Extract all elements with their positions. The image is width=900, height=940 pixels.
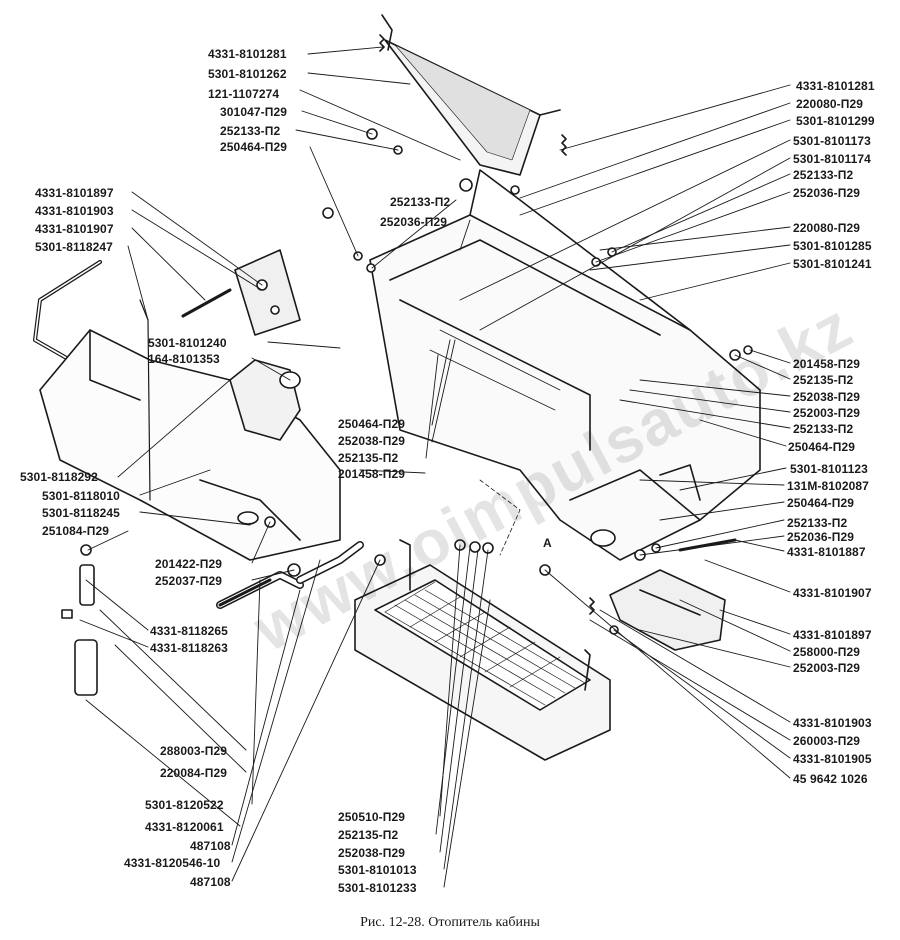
part-label-r9: 5301-8101285 — [793, 239, 872, 253]
part-label-b1: 250510-П29 — [338, 810, 406, 824]
part-label-l20: 5301-8118010 — [42, 489, 120, 503]
part-label-r14: 252003-П29 — [793, 406, 861, 420]
part-label-b3: 252038-П29 — [338, 846, 406, 860]
part-label-r8: 220080-П29 — [793, 221, 861, 235]
part-label-l6: 250464-П29 — [220, 140, 288, 154]
mounting-bracket-left — [234, 249, 301, 336]
figure-caption: Рис. 12-28. Отопитель кабины — [360, 915, 540, 930]
part-label-l8: 4331-8101903 — [35, 204, 114, 218]
part-label-r16: 250464-П29 — [788, 440, 856, 454]
part-label-l1: 4331-8101281 — [208, 47, 287, 61]
heater-housing — [369, 169, 761, 561]
part-label-r1: 4331-8101281 — [796, 79, 875, 93]
part-label-l14: 164-8101353 — [148, 352, 220, 366]
part-label-r28: 260003-П29 — [793, 734, 861, 748]
part-label-r22: 4331-8101887 — [787, 545, 866, 559]
part-label-l23: 201422-П29 — [155, 557, 223, 571]
part-label-r11: 201458-П29 — [793, 357, 861, 371]
part-label-r13: 252038-П29 — [793, 390, 861, 404]
part-label-r4: 5301-8101173 — [793, 134, 871, 148]
part-label-l30: 4331-8120061 — [145, 820, 224, 834]
part-label-l26: 4331-8118263 — [150, 641, 228, 655]
part-label-l3: 121-1107274 — [208, 87, 280, 101]
part-label-r12: 252135-П2 — [793, 373, 854, 387]
part-label-r18: 131М-8102087 — [787, 479, 869, 493]
part-label-l18: 201458-П29 — [338, 467, 406, 481]
assembly-axis — [479, 479, 521, 556]
part-label-r2: 220080-П29 — [796, 97, 864, 111]
part-label-l32: 4331-8120546-10 — [124, 856, 221, 870]
damper-flap — [381, 14, 561, 176]
part-label-l10: 5301-8118247 — [35, 240, 113, 254]
part-label-r6: 252133-П2 — [793, 168, 854, 182]
part-label-l7: 4331-8101897 — [35, 186, 114, 200]
part-label-r10: 5301-8101241 — [793, 257, 872, 271]
part-label-r5: 5301-8101174 — [793, 152, 871, 166]
part-label-l16: 252038-П29 — [338, 434, 406, 448]
part-label-l15: 250464-П29 — [338, 417, 406, 431]
part-label-l25: 4331-8118265 — [150, 624, 228, 638]
mounting-bracket-right — [609, 569, 726, 651]
part-label-b2: 252135-П2 — [338, 828, 399, 842]
part-label-l31: 487108 — [190, 839, 231, 853]
part-label-l21: 5301-8118245 — [42, 506, 120, 520]
part-label-r30: 45 9642 1026 — [793, 772, 868, 786]
part-label-r20: 252133-П2 — [787, 516, 848, 530]
part-label-l11: 252133-П2 — [390, 195, 451, 209]
part-label-l22: 251084-П29 — [42, 524, 110, 538]
part-label-r27: 4331-8101903 — [793, 716, 872, 730]
part-label-l24: 252037-П29 — [155, 574, 223, 588]
part-label-l4: 301047-П29 — [220, 105, 288, 119]
part-label-l9: 4331-8101907 — [35, 222, 114, 236]
part-label-r25: 258000-П29 — [793, 645, 861, 659]
view-marker-a: A — [543, 536, 552, 550]
part-label-l13: 5301-8101240 — [148, 336, 227, 350]
part-label-l5: 252133-П2 — [220, 124, 281, 138]
part-label-l28: 220084-П29 — [160, 766, 228, 780]
part-label-r7: 252036-П29 — [793, 186, 861, 200]
part-label-r19: 250464-П29 — [787, 496, 855, 510]
part-label-l2: 5301-8101262 — [208, 67, 287, 81]
part-label-r24: 4331-8101897 — [793, 628, 872, 642]
part-label-r3: 5301-8101299 — [796, 114, 875, 128]
part-label-b4: 5301-8101013 — [338, 863, 417, 877]
part-label-r17: 5301-8101123 — [790, 462, 868, 476]
springs — [379, 34, 595, 615]
part-label-l19: 5301-8118292 — [20, 470, 98, 484]
part-label-r26: 252003-П29 — [793, 661, 861, 675]
part-label-r23: 4331-8101907 — [793, 586, 872, 600]
part-label-r21: 252036-П29 — [787, 530, 855, 544]
part-label-b5: 5301-8101233 — [338, 881, 417, 895]
part-label-r15: 252133-П2 — [793, 422, 854, 436]
part-label-l12: 252036-П29 — [380, 215, 448, 229]
part-label-l27: 288003-П29 — [160, 744, 228, 758]
part-label-l29: 5301-8120522 — [145, 798, 224, 812]
part-label-l17: 252135-П2 — [338, 451, 399, 465]
part-label-r29: 4331-8101905 — [793, 752, 872, 766]
part-label-l33: 487108 — [190, 875, 231, 889]
leader-lines — [79, 46, 791, 888]
